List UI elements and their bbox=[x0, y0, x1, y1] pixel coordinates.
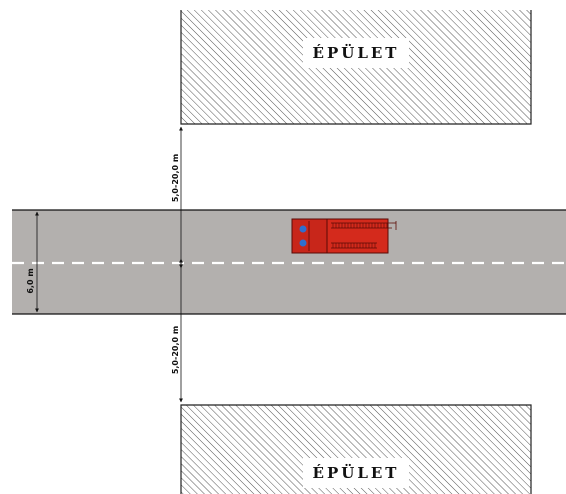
dimension-label-top: 5,0-20,0 m bbox=[171, 154, 180, 202]
dimension-label-bottom: 5,0-20,0 m bbox=[171, 326, 180, 374]
fire-truck-light-top bbox=[299, 225, 307, 233]
dimension-road-width: 6,0 m bbox=[26, 211, 39, 313]
fire-truck-icon bbox=[291, 218, 397, 254]
building-bottom-label: ÉPÜLET bbox=[313, 463, 400, 482]
dimension-top-distance: 5,0-20,0 m bbox=[171, 126, 183, 269]
building-top: ÉPÜLET bbox=[180, 10, 532, 125]
fire-truck-ladder bbox=[331, 221, 397, 230]
building-top-label-box bbox=[303, 38, 409, 68]
building-bottom: ÉPÜLET bbox=[180, 404, 532, 494]
fire-truck-cab bbox=[291, 218, 328, 254]
fire-truck-side-ladder bbox=[331, 242, 377, 249]
road bbox=[12, 209, 566, 315]
dimension-label-road: 6,0 m bbox=[26, 268, 35, 293]
dimension-bottom-distance: 5,0-20,0 m bbox=[171, 258, 183, 403]
building-top-label: ÉPÜLET bbox=[313, 43, 400, 62]
building-bottom-label-box bbox=[303, 458, 409, 488]
fire-truck-light-bottom bbox=[299, 239, 307, 247]
